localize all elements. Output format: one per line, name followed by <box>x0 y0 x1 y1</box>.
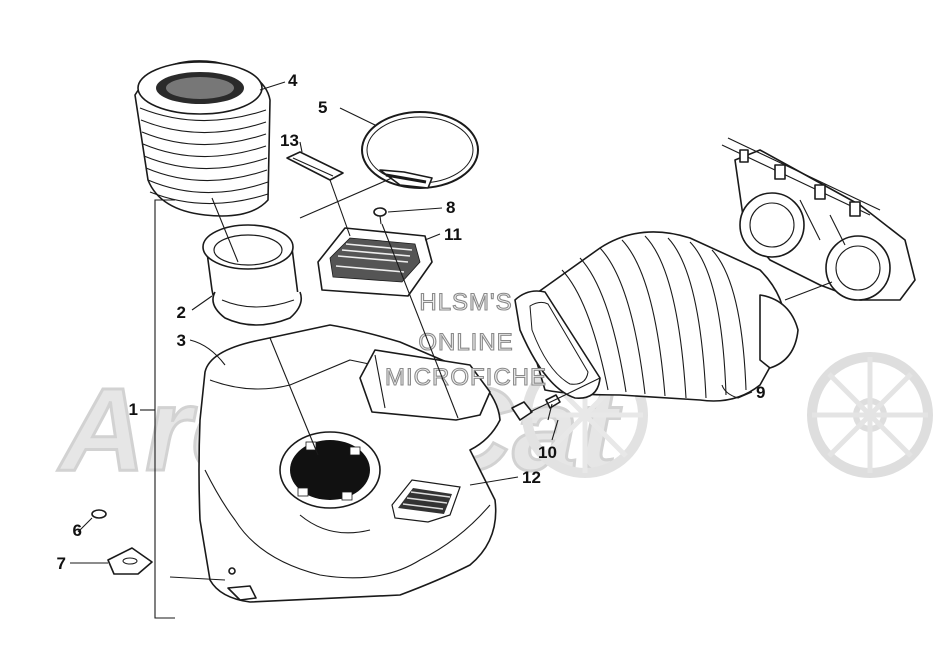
callout-11: 11 <box>444 225 462 244</box>
mounting-clip <box>91 509 153 575</box>
hose-clamp <box>361 111 479 189</box>
callout-9: 9 <box>756 383 765 402</box>
foam-pad <box>286 151 344 181</box>
hlsm-watermark: HLSM'S ONLINE MICROFICHE <box>384 288 547 391</box>
watermark-line-2: ONLINE <box>418 329 513 356</box>
callout-7: 7 <box>57 554 66 573</box>
callout-8: 8 <box>446 198 455 217</box>
duct-fastener <box>511 394 561 421</box>
air-silencer-housing <box>198 324 501 603</box>
callout-2: 2 <box>177 303 186 322</box>
screw <box>373 207 387 225</box>
callout-13: 13 <box>280 131 299 150</box>
watermark-line-3: MICROFICHE <box>385 364 547 391</box>
intake-duct <box>514 231 799 402</box>
leader-lines <box>70 81 833 619</box>
warning-decal <box>317 227 433 297</box>
intake-adapter <box>202 224 303 326</box>
callout-numbers: 1 2 3 4 5 6 7 8 9 10 11 12 13 <box>57 71 766 573</box>
callout-6: 6 <box>73 521 82 540</box>
watermark-line-1: HLSM'S <box>419 289 512 316</box>
callout-4: 4 <box>288 71 298 90</box>
throttle-body-assembly <box>721 137 916 301</box>
bellows-boot <box>134 60 271 217</box>
callout-1: 1 <box>129 400 138 419</box>
callout-12: 12 <box>522 468 541 487</box>
callout-10: 10 <box>538 443 557 462</box>
callout-5: 5 <box>318 98 327 117</box>
callout-3: 3 <box>177 331 186 350</box>
